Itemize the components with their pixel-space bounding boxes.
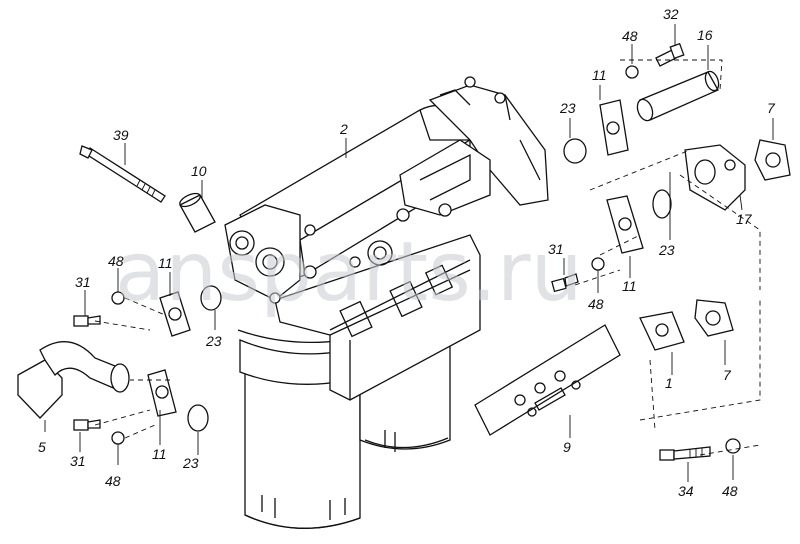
mounting-bracket bbox=[274, 234, 481, 401]
callout-32: 32 bbox=[663, 6, 679, 22]
gasket-11-d bbox=[606, 195, 644, 254]
callout-31-left: 31 bbox=[75, 274, 91, 290]
sleeve-10 bbox=[179, 192, 216, 233]
callout-7-top: 7 bbox=[767, 100, 776, 116]
plate-1 bbox=[639, 311, 685, 351]
stud-bolt-34 bbox=[659, 446, 711, 461]
watermark-text: ansparts.ru bbox=[115, 225, 583, 320]
callout-23-bottom: 23 bbox=[182, 455, 199, 471]
elbow-pipe-5 bbox=[17, 341, 130, 419]
callout-39: 39 bbox=[113, 127, 129, 143]
callout-9: 9 bbox=[563, 439, 571, 455]
o-ring-23-c bbox=[563, 138, 587, 164]
callout-48-right: 48 bbox=[588, 296, 604, 312]
flange-adapter-17 bbox=[684, 144, 746, 211]
callout-labels: 1 2 5 7 7 9 10 11 11 11 11 16 17 23 23 2… bbox=[38, 6, 776, 499]
bolt-39 bbox=[79, 145, 166, 203]
filter-housing bbox=[224, 76, 549, 304]
callout-11-right: 11 bbox=[622, 278, 637, 294]
callout-23-left: 23 bbox=[205, 333, 222, 349]
flange-7-b bbox=[694, 299, 734, 337]
flange-7-a bbox=[754, 139, 791, 181]
o-ring-23-a bbox=[200, 285, 222, 311]
bolt-32 bbox=[655, 42, 685, 67]
gasket-11-a bbox=[159, 291, 191, 337]
leader-lines bbox=[44, 24, 774, 482]
callout-7-bottom: 7 bbox=[723, 367, 732, 383]
washer-48-b bbox=[111, 431, 125, 445]
callout-34: 34 bbox=[678, 483, 694, 499]
callout-5: 5 bbox=[38, 439, 46, 455]
callout-1: 1 bbox=[665, 375, 673, 391]
bolt-31-b bbox=[73, 419, 101, 431]
callout-23-right: 23 bbox=[658, 242, 675, 258]
callout-11-top: 11 bbox=[592, 67, 607, 83]
o-ring-23-b bbox=[187, 404, 209, 432]
washer-48-c bbox=[591, 257, 605, 271]
bolt-31-a bbox=[73, 315, 101, 327]
callout-16: 16 bbox=[697, 27, 713, 43]
callout-48-left: 48 bbox=[108, 253, 124, 269]
callout-48-bottom-right: 48 bbox=[722, 483, 738, 499]
washer-48-d bbox=[625, 65, 639, 79]
callout-11-bottom: 11 bbox=[152, 446, 167, 462]
bolt-31-c bbox=[551, 273, 579, 293]
washer-48-e bbox=[725, 438, 741, 454]
callout-31-right: 31 bbox=[548, 241, 564, 257]
callout-17: 17 bbox=[736, 211, 753, 227]
callout-11-left: 11 bbox=[158, 255, 173, 271]
callout-48-top: 48 bbox=[622, 28, 638, 44]
callout-10: 10 bbox=[191, 163, 207, 179]
callout-23-top: 23 bbox=[559, 100, 576, 116]
tube-16 bbox=[636, 70, 720, 122]
o-ring-23-d bbox=[652, 189, 672, 219]
callout-31-bottom: 31 bbox=[70, 453, 86, 469]
gasket-11-c bbox=[599, 99, 629, 156]
gasket-plate-9 bbox=[474, 324, 621, 436]
gasket-11-b bbox=[147, 369, 177, 417]
callout-2: 2 bbox=[339, 121, 348, 137]
callout-48-bottom: 48 bbox=[105, 473, 121, 489]
